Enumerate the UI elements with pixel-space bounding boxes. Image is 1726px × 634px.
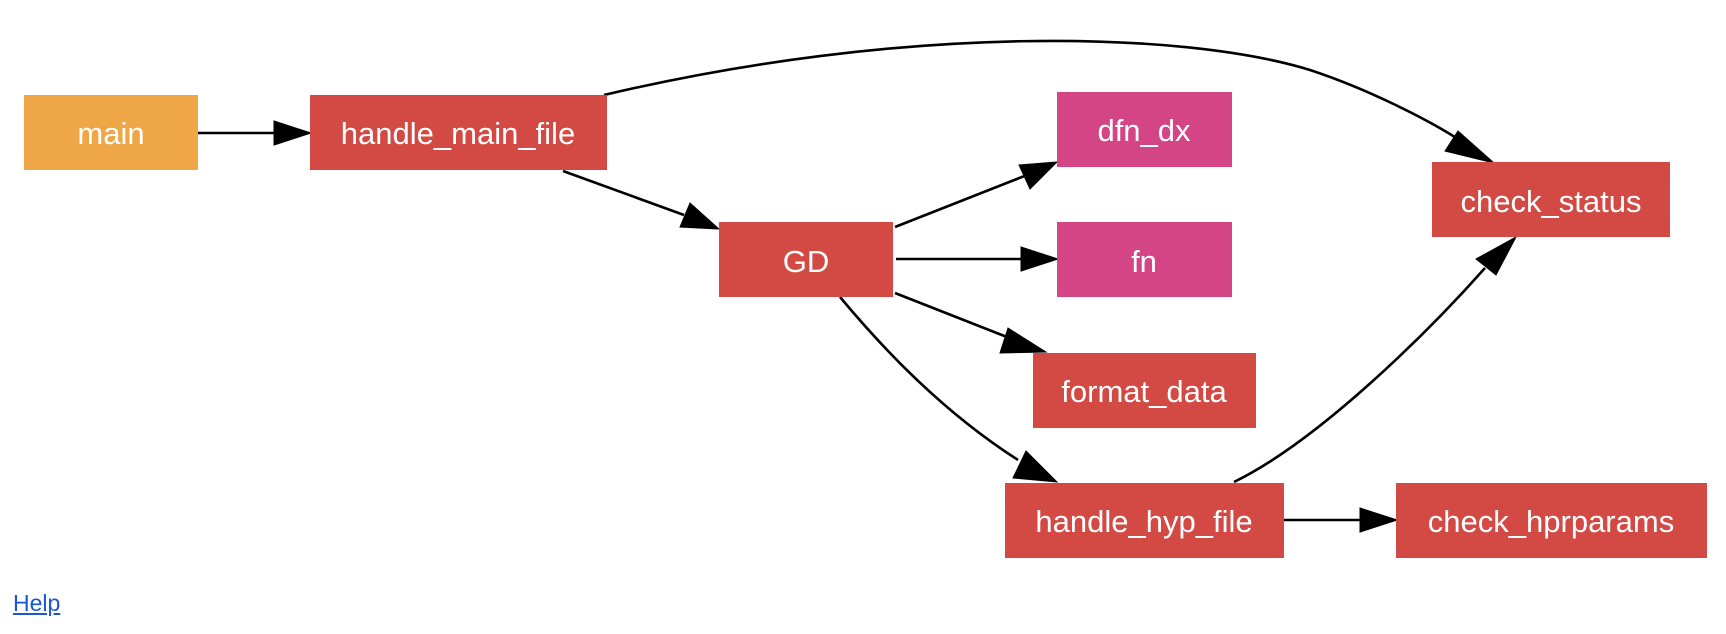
node-gd-label: GD [783,244,830,279]
node-check-hprparams-box[interactable] [1396,483,1707,558]
node-gd[interactable]: GD [719,222,893,297]
call-graph: main handle_main_file GD dfn_dx fn forma… [24,39,1707,558]
edge-handle-hyp-file-to-check-hprparams [1284,507,1399,533]
edge-handle-main-file-to-gd [562,169,721,230]
node-check-hprparams[interactable]: check_hprparams [1396,483,1707,558]
node-dfn-dx-label: dfn_dx [1097,113,1191,148]
node-check-status-label: check_status [1461,184,1642,219]
node-main-box[interactable] [24,95,198,170]
node-dfn-dx[interactable]: dfn_dx [1057,92,1232,167]
node-handle-main-file-box[interactable] [310,95,607,170]
node-main[interactable]: main [24,95,198,170]
node-check-status-box[interactable] [1432,162,1670,237]
node-format-data[interactable]: format_data [1033,353,1256,428]
edge-main-to-handle-main-file [198,120,313,146]
node-dfn-dx-box[interactable] [1057,92,1232,167]
node-check-hprparams-label: check_hprparams [1428,504,1674,539]
node-format-data-box[interactable] [1033,353,1256,428]
node-format-data-label: format_data [1061,374,1227,409]
node-handle-hyp-file-label: handle_hyp_file [1035,504,1252,539]
edge-gd-to-dfn-dx [894,161,1059,229]
node-check-status[interactable]: check_status [1432,162,1670,237]
edge-handle-main-file-to-check-status [603,39,1495,164]
node-handle-main-file-label: handle_main_file [341,116,575,151]
edge-gd-to-fn [896,246,1060,272]
node-fn-box[interactable] [1057,222,1232,297]
node-main-label: main [77,116,144,151]
help-link[interactable]: Help [13,590,61,616]
node-fn-label: fn [1131,244,1157,279]
node-gd-box[interactable] [719,222,893,297]
node-fn[interactable]: fn [1057,222,1232,297]
node-handle-hyp-file-box[interactable] [1005,483,1284,558]
node-handle-hyp-file[interactable]: handle_hyp_file [1005,483,1284,558]
node-handle-main-file[interactable]: handle_main_file [310,95,607,170]
edge-gd-to-handle-hyp-file [839,296,1059,483]
edge-gd-to-format-data [894,291,1048,354]
edge-handle-hyp-file-to-check-status [1233,235,1518,484]
